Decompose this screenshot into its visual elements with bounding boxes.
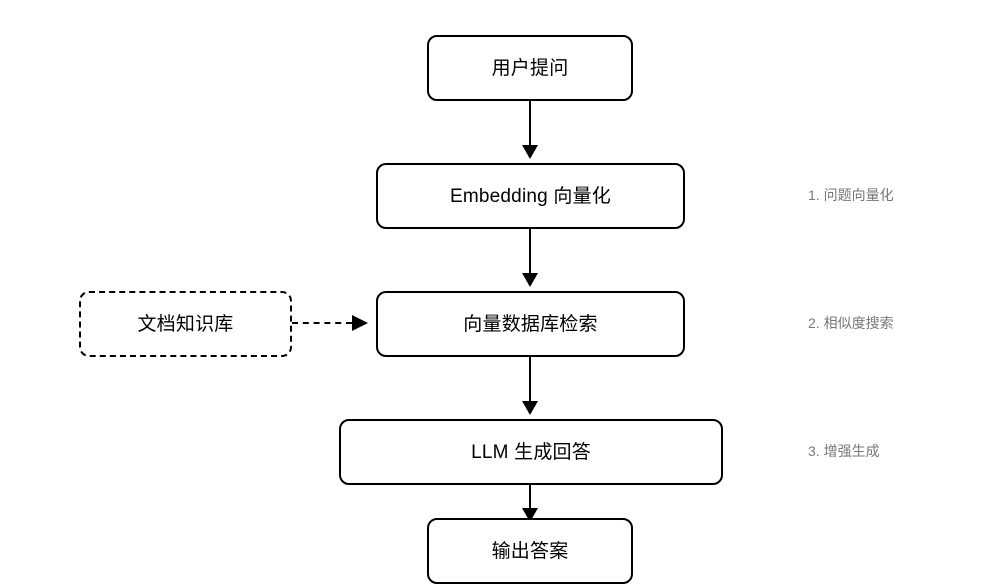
node-user-query-label: 用户提问 xyxy=(491,57,569,79)
node-output-answer-label: 输出答案 xyxy=(491,540,569,562)
connector-query-to-embedding xyxy=(529,101,531,149)
node-user-query[interactable]: 用户提问 xyxy=(427,35,633,101)
node-embedding-label: Embedding 向量化 xyxy=(449,185,611,207)
annotation-step-1: 1. 问题向量化 xyxy=(808,187,894,203)
connector-vectordb-to-llm xyxy=(529,357,531,405)
node-output-answer[interactable]: 输出答案 xyxy=(427,518,633,584)
node-vector-database-retrieval-label: 向量数据库检索 xyxy=(463,313,598,335)
arrowhead-down-icon xyxy=(522,273,538,287)
node-llm-generate-answer[interactable]: LLM 生成回答 xyxy=(339,419,723,485)
node-llm-generate-answer-label: LLM 生成回答 xyxy=(471,441,591,463)
node-document-knowledge-base[interactable]: 文档知识库 xyxy=(79,291,292,357)
connector-llm-to-output xyxy=(529,485,531,518)
annotation-step-3: 3. 增强生成 xyxy=(808,443,880,459)
node-embedding[interactable]: Embedding 向量化 xyxy=(376,163,685,229)
connector-embedding-to-vectordb xyxy=(529,229,531,277)
node-vector-database-retrieval[interactable]: 向量数据库检索 xyxy=(376,291,685,357)
annotation-step-2: 2. 相似度搜索 xyxy=(808,315,894,331)
arrowhead-down-icon xyxy=(522,401,538,415)
arrowhead-right-icon xyxy=(352,315,368,331)
arrowhead-down-icon xyxy=(522,145,538,159)
node-document-knowledge-base-label: 文档知识库 xyxy=(137,313,234,335)
connector-kb-to-vectordb xyxy=(292,322,352,324)
